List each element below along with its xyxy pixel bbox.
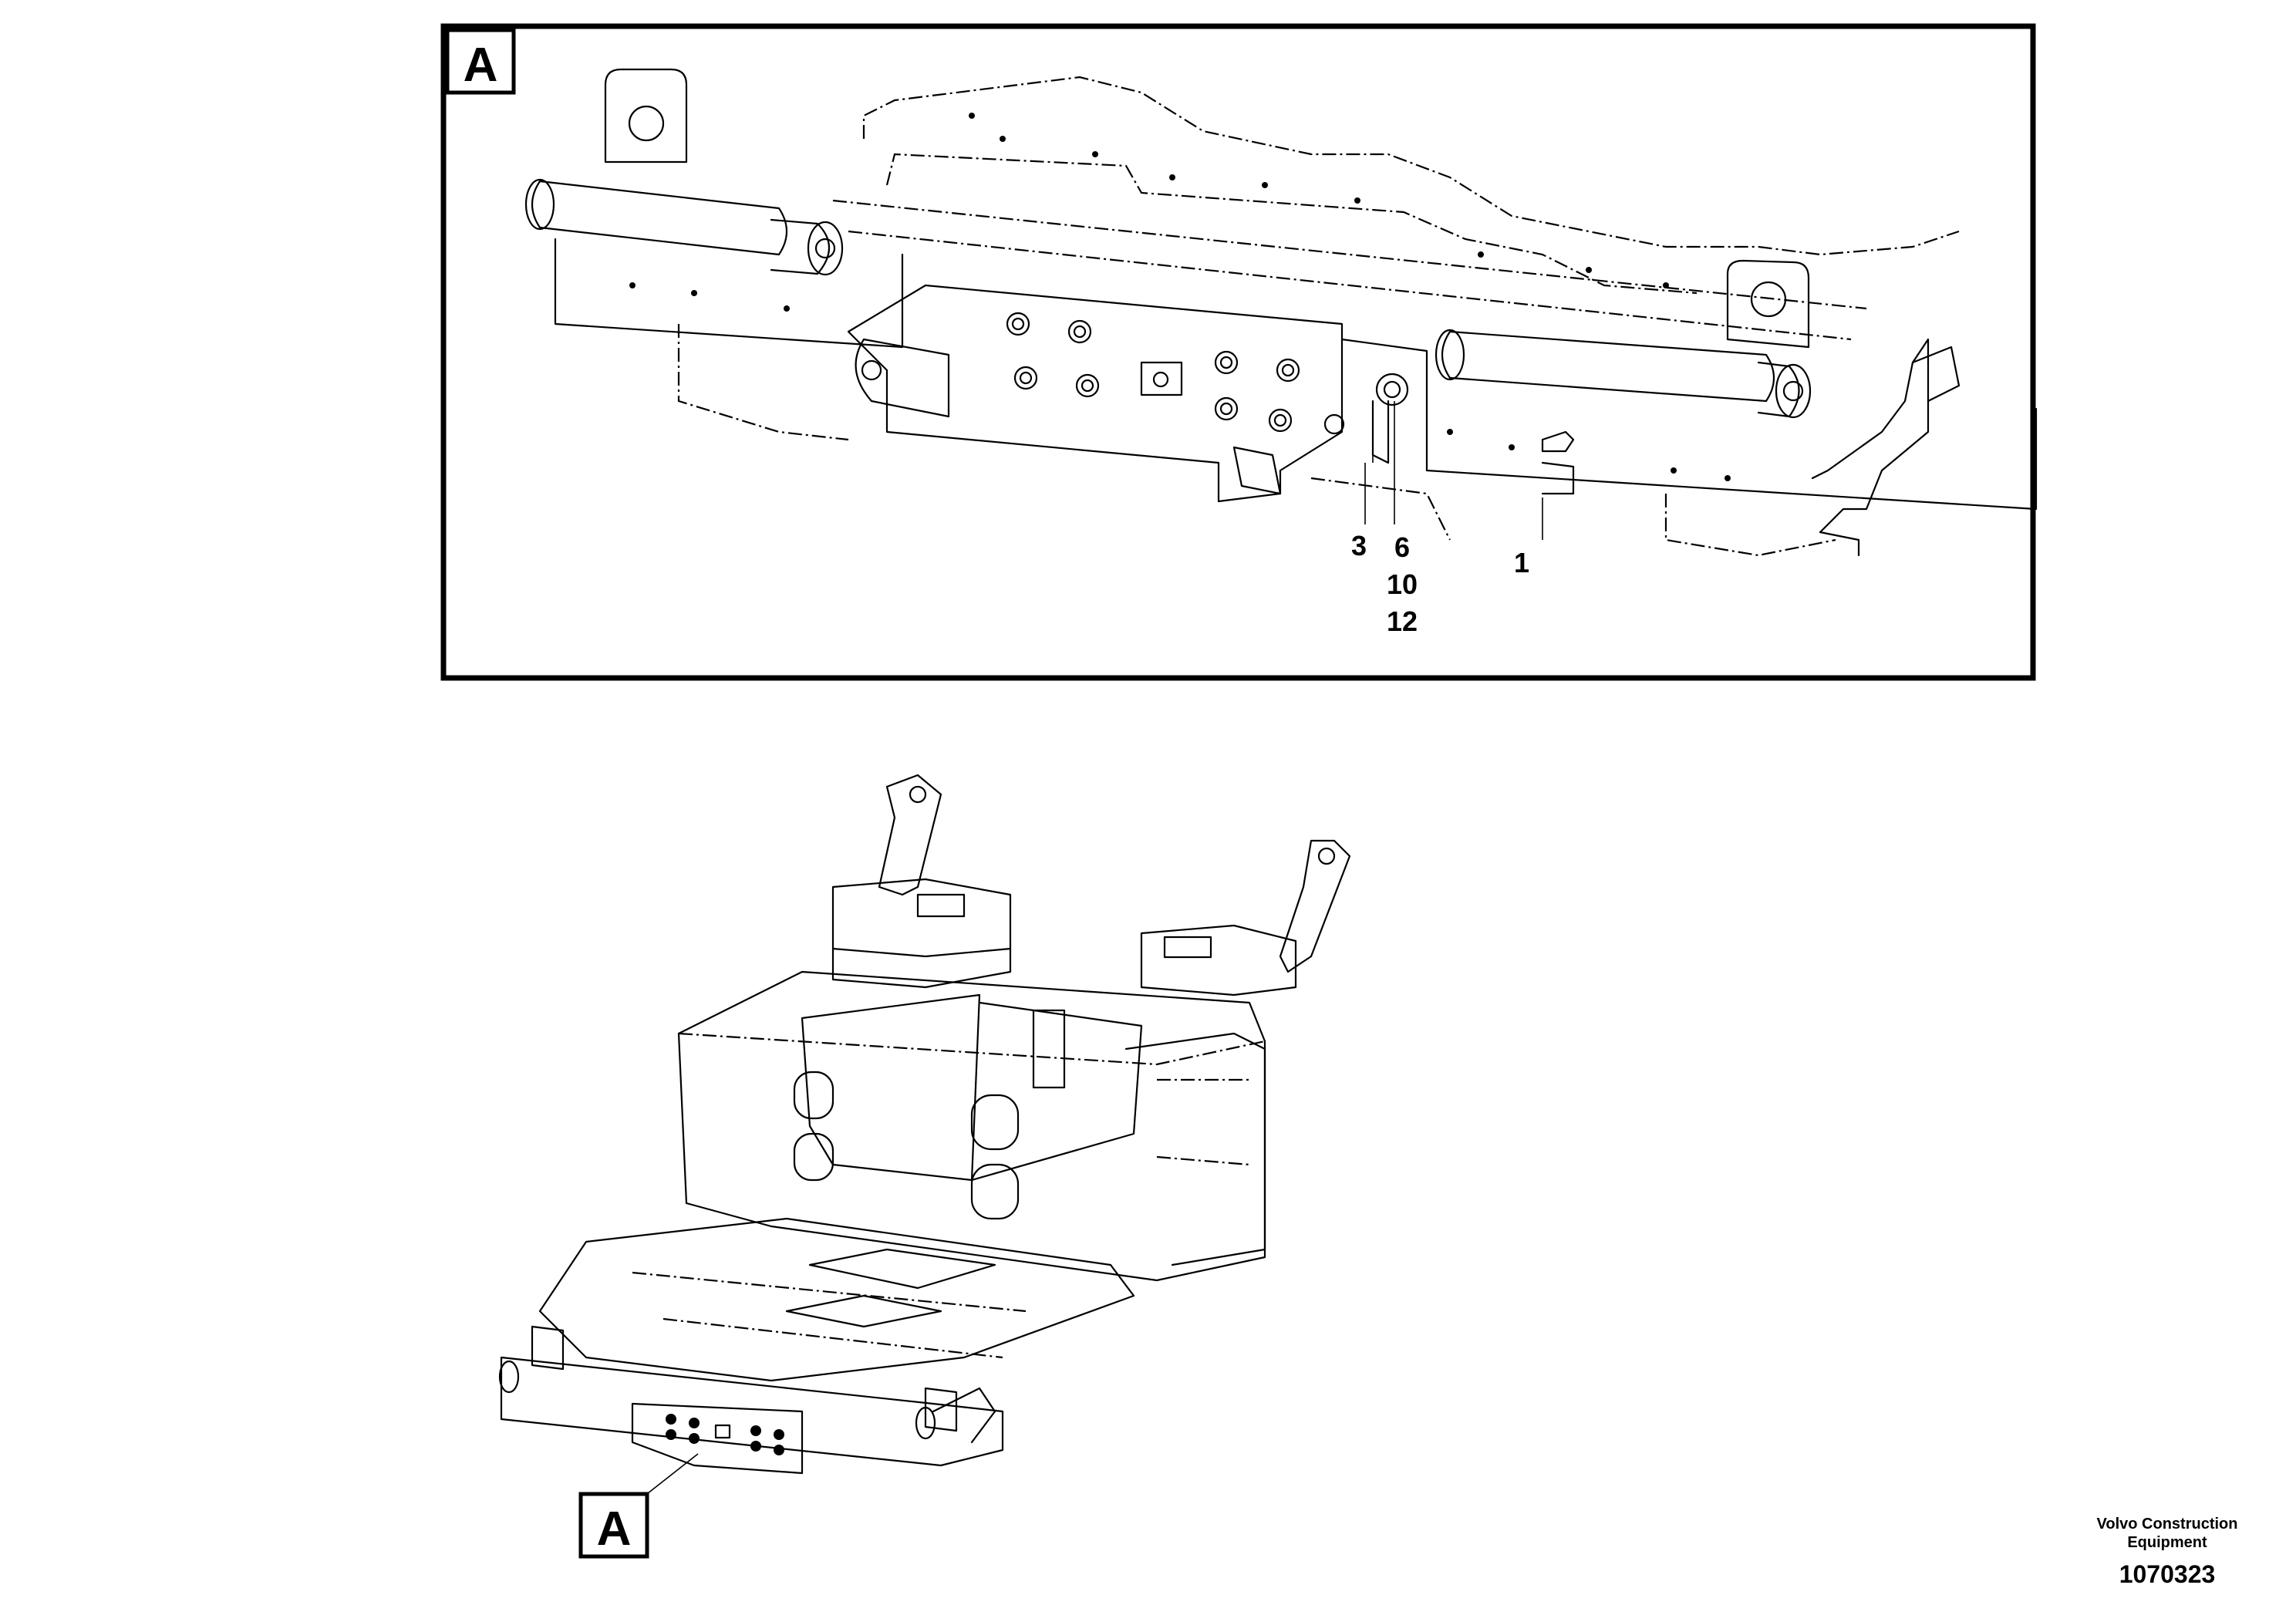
detail-frame (440, 23, 2036, 681)
detail-view-a: A (440, 23, 2038, 681)
leader-lines (1364, 401, 1543, 540)
overview-tag-label: A (597, 1502, 632, 1556)
brand-line-2: Equipment (2127, 1534, 2207, 1551)
callout-12: 12 (1387, 605, 1418, 637)
front-frame-illustration (524, 68, 2038, 557)
detail-tag-label: A (464, 39, 498, 92)
callout-10: 10 (1387, 568, 1418, 600)
brand-line-1: Volvo Construction (2097, 1516, 2238, 1533)
overview-chassis (498, 774, 1351, 1475)
callout-1: 1 (1514, 547, 1529, 578)
bolt-pattern (1006, 312, 1300, 433)
callout-6: 6 (1394, 531, 1410, 563)
overview-tag-leader (643, 1453, 699, 1497)
overview-tag-box (578, 1492, 649, 1559)
callout-3: 3 (1351, 530, 1367, 561)
detail-tag-box (445, 28, 516, 95)
drawing-number: 1070323 (2119, 1560, 2216, 1588)
